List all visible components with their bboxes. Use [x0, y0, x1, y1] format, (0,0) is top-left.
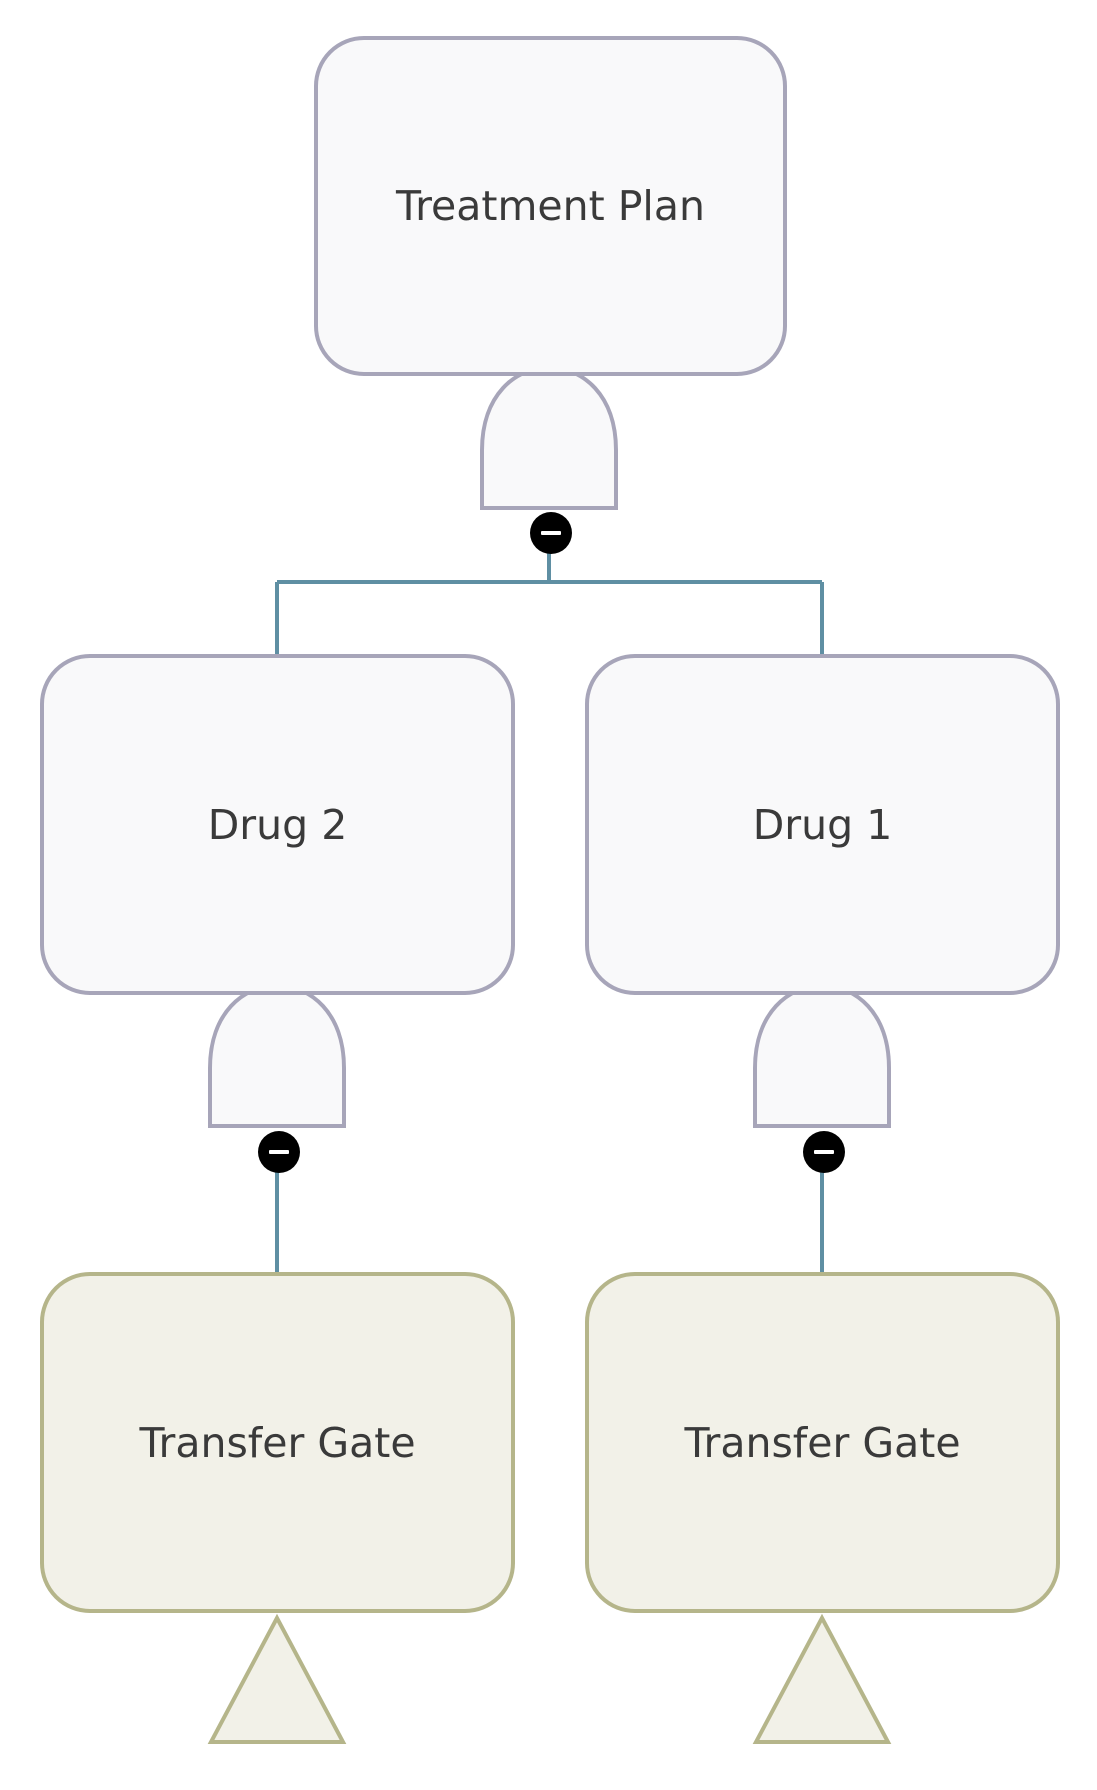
node-treatment-plan[interactable]: Treatment Plan	[314, 36, 787, 376]
transfer-triangle-icon	[752, 1613, 892, 1744]
collapse-icon[interactable]	[803, 1131, 845, 1173]
node-drug-1[interactable]: Drug 1	[585, 654, 1060, 995]
collapse-icon[interactable]	[530, 512, 572, 554]
and-gate-icon	[480, 365, 618, 510]
and-gate-icon	[753, 983, 891, 1128]
node-drug-2[interactable]: Drug 2	[40, 654, 515, 995]
transfer-triangle-icon	[207, 1613, 347, 1744]
node-label: Drug 2	[207, 800, 348, 849]
node-transfer-gate-left[interactable]: Transfer Gate	[40, 1272, 515, 1613]
collapse-icon[interactable]	[258, 1131, 300, 1173]
and-gate-icon	[208, 983, 346, 1128]
node-label: Drug 1	[752, 800, 893, 849]
node-transfer-gate-right[interactable]: Transfer Gate	[585, 1272, 1060, 1613]
node-label: Transfer Gate	[139, 1418, 416, 1467]
node-label: Treatment Plan	[396, 182, 705, 230]
node-label: Transfer Gate	[684, 1418, 961, 1467]
